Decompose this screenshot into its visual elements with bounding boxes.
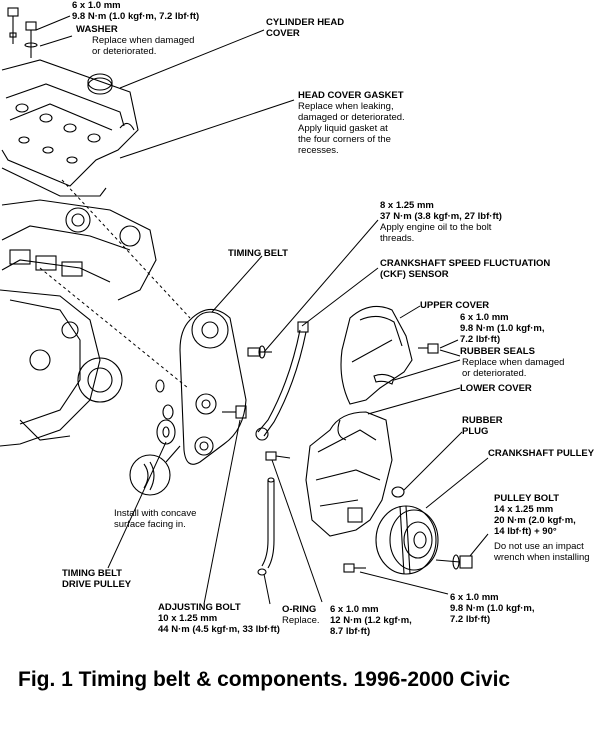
ckf-sensor-label: CRANKSHAFT SPEED FLUCTUATION (CKF) SENSO… [380,258,551,280]
rubber-plug-drawing [391,486,405,498]
lower-cover-label: LOWER COVER [460,383,532,394]
rubber-seal-drawing [373,373,395,385]
drive-pulley-label: TIMING BELT DRIVE PULLEY [62,568,132,590]
head-cover-gasket-label: HEAD COVER GASKET Replace when leaking, … [298,90,405,156]
cylinder-head-cover-label: CYLINDER HEAD COVER [266,17,345,39]
timing-belt-drawing [179,308,247,465]
pulley-bolt-drawing [435,554,473,570]
o-ring-label: O-RING Replace. [282,604,320,626]
top-bolt-spec-label: 6 x 1.0 mm 9.8 N·m (1.0 kgf·m, 7.2 lbf·f… [72,0,200,22]
lower-bolt-spec-label: 6 x 1.0 mm 9.8 N·m (1.0 kgf·m, 7.2 lbf·f… [450,592,535,625]
crankshaft-pulley-label: CRANKSHAFT PULLEY [488,448,595,459]
upper-cover-label: UPPER COVER [420,300,490,311]
adjusting-bolt-label: ADJUSTING BOLT 10 x 1.25 mm 44 N·m (4.5 … [158,602,280,635]
figure-caption: Fig. 1 Timing belt & components. 1996-20… [18,668,511,691]
upper-cover-drawing [340,305,413,405]
rubber-plug-label: RUBBER PLUG [462,415,503,437]
head-cover-gasket-drawing [1,167,107,197]
rubber-seals-label: RUBBER SEALS Replace when damaged or det… [460,346,565,379]
timing-belt-label: TIMING BELT [228,248,288,259]
lower-cover-bolt-drawing [343,563,366,573]
top-bolt-drawing [7,7,38,58]
sensor-bolt-spec-label: 6 x 1.0 mm 12 N·m (1.2 kgf·m, 8.7 lbf·ft… [330,604,412,637]
o-ring-drawing [257,568,267,576]
pulley-bolt-label: PULLEY BOLT 14 x 1.25 mm 20 N·m (2.0 kgf… [494,493,590,563]
upper-cover-bolt-drawing [418,343,439,354]
adjusting-bolt-drawing [222,405,247,419]
ckf-sensor-drawing [255,321,309,441]
cylinder-head-cover-drawing [1,59,139,187]
concave-note-label: Install with concave surface facing in. [114,508,197,530]
drive-pulley-drawing [155,379,176,445]
sensor-bolt-drawing [265,451,291,461]
upper-bolt-spec-label: 8 x 1.25 mm 37 N·m (3.8 kgf·m, 27 lbf·ft… [380,200,502,244]
washer-label: WASHER Replace when damaged or deteriora… [76,24,195,57]
engine-block-drawing [0,199,157,447]
upper-bolt-drawing [247,345,272,359]
crankshaft-pulley-drawing [375,505,439,575]
upper-cover-bolt-spec-label: 6 x 1.0 mm 9.8 N·m (1.0 kgf·m, 7.2 lbf·f… [460,312,545,345]
lower-cover-drawing [305,411,393,537]
leader-lines [35,15,489,605]
dipstick-tube-drawing [261,477,275,569]
concave-washer-callout [129,445,181,496]
